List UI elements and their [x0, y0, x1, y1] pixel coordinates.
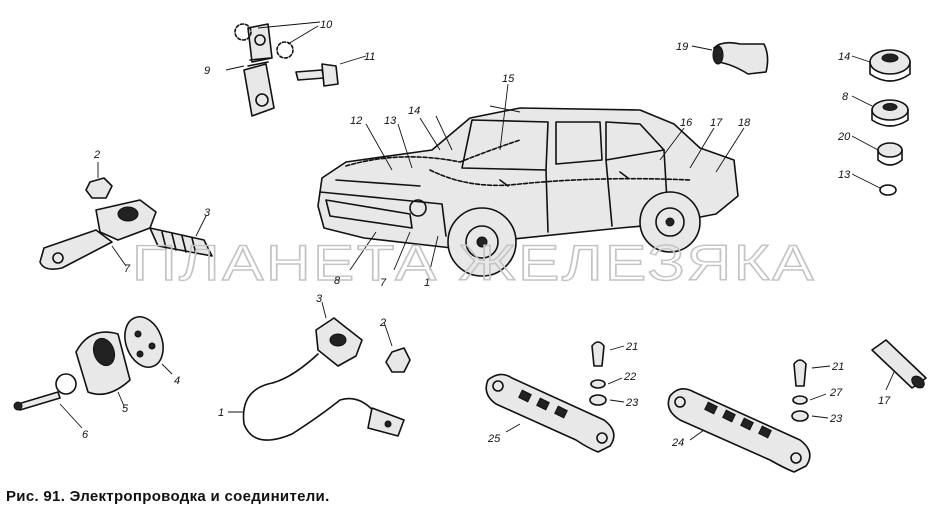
callout-8-car: 8: [334, 275, 341, 287]
callout-27: 27: [829, 387, 843, 399]
callout-23-block25: 23: [625, 397, 639, 409]
callout-3-bolt: 3: [204, 207, 211, 219]
callout-21-block24: 21: [831, 361, 844, 373]
callout-13-ring: 13: [838, 169, 851, 181]
callout-7-clamp: 7: [124, 263, 131, 275]
watermark-text: ПЛАНЕТА ЖЕЛЕЗЯКА: [132, 235, 816, 291]
callout-14-grommet: 14: [838, 51, 850, 63]
insulating-sleeve: [871, 339, 927, 391]
callout-1-car: 1: [424, 277, 430, 289]
terminal-block-24: [667, 359, 831, 473]
plug-connector-assembly: [13, 316, 173, 429]
terminal-block-25: [485, 341, 625, 453]
figure-caption: Рис. 91. Электропроводка и соединители.: [6, 488, 330, 505]
callout-7-car: 7: [380, 277, 387, 289]
callout-9: 9: [204, 65, 210, 77]
callout-19: 19: [676, 41, 688, 53]
callout-2-cable: 2: [379, 317, 386, 329]
callout-5: 5: [122, 403, 129, 415]
callout-16: 16: [680, 117, 693, 129]
callout-10: 10: [320, 19, 333, 31]
car-illustration: [317, 83, 745, 277]
callout-14-car: 14: [408, 105, 420, 117]
callout-12: 12: [350, 115, 362, 127]
callout-2-nut: 2: [93, 149, 100, 161]
callout-20: 20: [837, 131, 851, 143]
callout-17-sleeve: 17: [878, 395, 891, 407]
rubber-boot-part: [691, 41, 769, 75]
callout-15: 15: [502, 73, 515, 85]
callout-11: 11: [364, 51, 375, 63]
callout-13-car: 13: [384, 115, 397, 127]
callout-22: 22: [623, 371, 636, 383]
callout-1-cable: 1: [218, 407, 224, 419]
grommets-column: [851, 49, 911, 196]
callout-17-car: 17: [710, 117, 723, 129]
callout-8-grommet: 8: [842, 91, 849, 103]
callout-6: 6: [82, 429, 89, 441]
callout-21-block25: 21: [625, 341, 638, 353]
callout-4: 4: [174, 375, 180, 387]
link-plate-assembly: [225, 21, 367, 117]
callout-23-block24: 23: [829, 413, 843, 425]
callout-25: 25: [487, 433, 501, 445]
battery-cable-assembly: [228, 301, 411, 441]
terminal-clamp-assembly: [39, 162, 213, 270]
wiring-diagram: ПЛАНЕТА ЖЕЛЕЗЯКА: [13, 19, 927, 473]
callout-labels: 10 9 11 19 14 8 20 13 2 3 7 15 12 13 14 …: [82, 19, 891, 449]
callout-24: 24: [671, 437, 684, 449]
callout-18: 18: [738, 117, 751, 129]
callout-3-cable: 3: [316, 293, 323, 305]
